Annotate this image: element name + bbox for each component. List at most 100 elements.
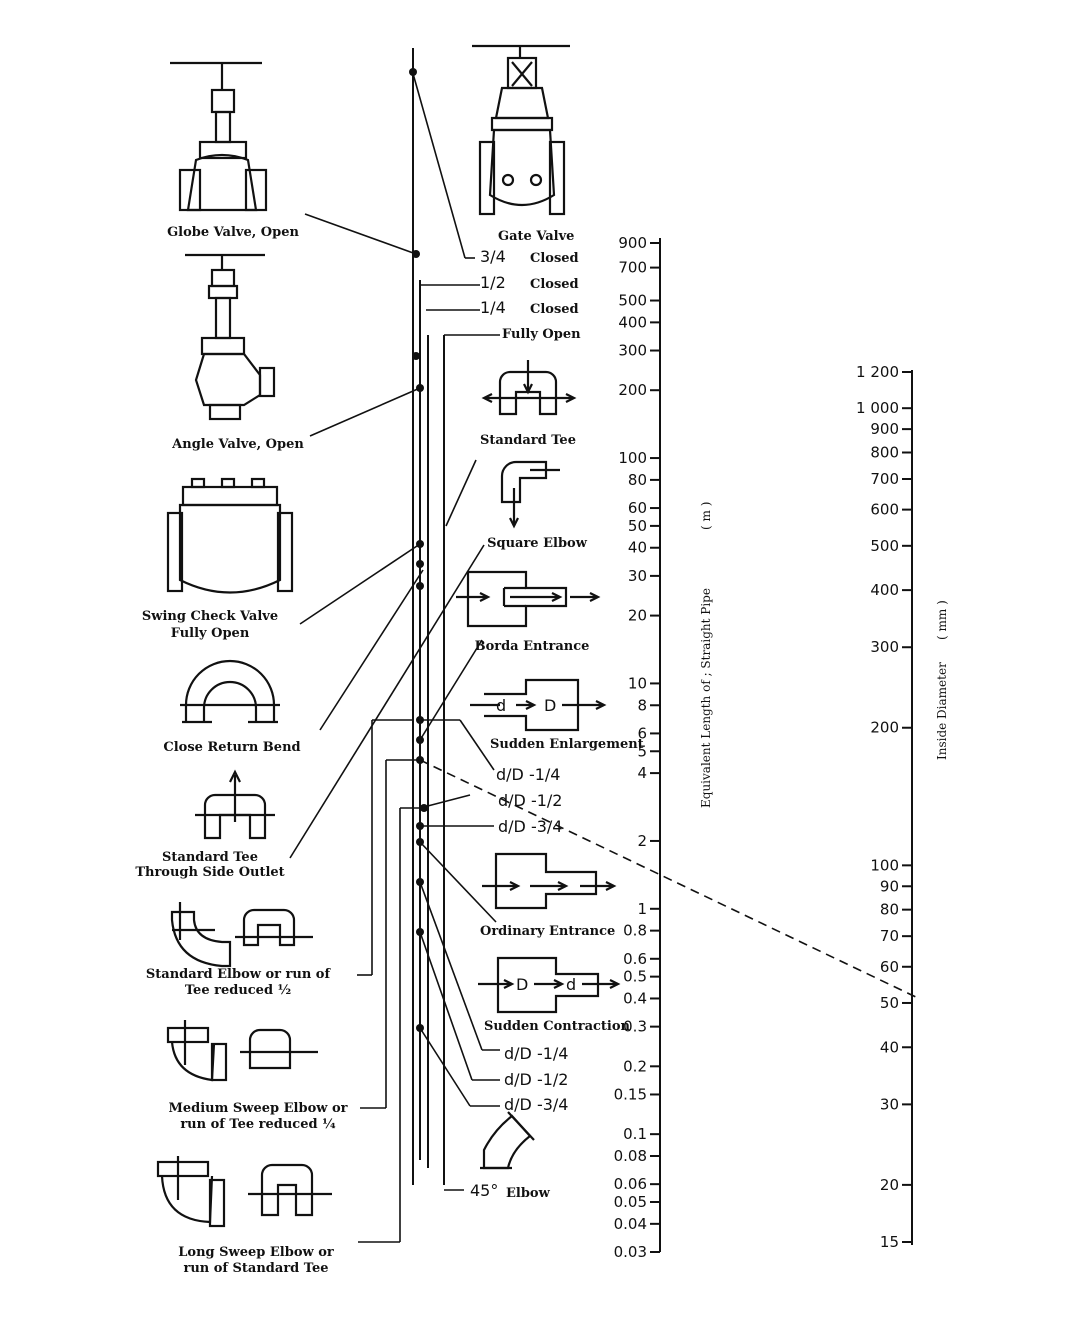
label-std-elbow-2: Tee reduced ½ [185,983,291,998]
diameter-tick-label: 80 [880,901,899,919]
label-tee-side: Standard Tee [162,850,258,865]
label-med-elbow-2: run of Tee reduced ¼ [180,1117,336,1132]
length-tick-label: 0.15 [614,1085,647,1103]
length-tick-label: 50 [628,517,647,535]
label-icon-D: D [544,696,556,715]
length-tick-label: 8 [637,696,647,714]
label-icon-d: d [496,696,506,715]
diameter-scale-unit: ( mm ) [935,600,949,640]
length-tick-label: 0.06 [614,1175,647,1193]
label-45-elbow: Elbow [506,1186,551,1201]
length-tick-label: 200 [618,381,647,399]
length-tick-label: 0.05 [614,1193,647,1211]
diameter-tick-label: 600 [870,501,899,519]
gate-valve-icon [472,44,570,216]
length-scale-unit: ( m ) [699,502,713,530]
label-ordinary-entrance: Ordinary Entrance [480,924,615,939]
length-tick-label: 500 [618,292,647,310]
tee-side-outlet-icon [195,769,275,840]
length-tick-label: 700 [618,259,647,277]
sudden-enlargement-icon [470,678,607,732]
diameter-tick-label: 500 [870,537,899,555]
label-enl-14: d/D -1/4 [496,765,560,784]
label-sudden-contraction: Sudden Contraction [484,1019,631,1034]
length-tick-label: 20 [628,607,647,625]
diameter-tick-label: 900 [870,420,899,438]
length-tick-label: 0.6 [623,950,647,968]
square-elbow-icon [500,460,560,529]
sudden-contraction-icon [478,956,621,1014]
label-gate-34-fraction: 3/4 [480,247,506,266]
label-gate-valve: Gate Valve [498,229,574,244]
length-tick-label: 0.8 [623,922,647,940]
return-bend-icon [180,659,280,724]
diameter-tick-label: 20 [880,1176,899,1194]
label-standard-tee: Standard Tee [480,433,576,448]
label-enl-12: d/D -1/2 [498,791,562,810]
label-gate-12-fraction: 1/2 [480,273,506,292]
diameter-tick-label: 1 200 [856,363,899,381]
swing-check-valve-icon [166,477,294,594]
diameter-tick-label: 60 [880,958,899,976]
diameter-tick-label: 800 [870,444,899,462]
length-tick-label: 30 [628,567,647,585]
diameter-tick-label: 200 [870,719,899,737]
length-tick-label: 0.08 [614,1147,647,1165]
label-long-elbow-2: run of Standard Tee [183,1261,328,1276]
label-45-degree: 45° [470,1181,498,1200]
diameter-tick-label: 100 [870,856,899,874]
medium-elbow-icon [166,1020,318,1082]
length-scale-ticks: 9007005004003002001008060504030201086542… [614,234,660,1261]
label-med-elbow: Medium Sweep Elbow or [168,1101,347,1116]
label-long-elbow: Long Sweep Elbow or [178,1245,334,1260]
length-tick-label: 300 [618,342,647,360]
label-gate-14-closed: Closed [530,302,579,317]
ordinary-entrance-icon [482,852,617,910]
diameter-tick-label: 90 [880,877,899,895]
diameter-tick-label: 1 000 [856,399,899,417]
label-gate-open: Fully Open [502,327,581,342]
label-angle-valve: Angle Valve, Open [171,437,304,452]
index-lines [289,48,919,1243]
diameter-tick-label: 50 [880,994,899,1012]
label-swing-check: Swing Check Valve [142,609,278,624]
label-tee-side-outlet: Through Side Outlet [135,865,284,880]
label-sudden-enlargement: Sudden Enlargement [490,737,644,752]
length-tick-label: 0.4 [623,989,647,1007]
label-swing-check-open: Fully Open [171,626,250,641]
length-tick-label: 0.5 [623,968,647,986]
45-degree-elbow-icon [480,1111,535,1170]
diameter-tick-label: 40 [880,1038,899,1056]
label-globe-valve: Globe Valve, Open [167,225,299,240]
long-elbow-icon [156,1156,332,1228]
length-tick-label: 2 [637,832,647,850]
length-tick-label: 0.1 [623,1125,647,1143]
length-tick-label: 0.3 [623,1018,647,1036]
length-tick-label: 0.2 [623,1057,647,1075]
length-tick-label: 60 [628,499,647,517]
length-tick-label: 0.03 [614,1243,647,1261]
length-tick-label: 10 [628,674,647,692]
label-gate-14-fraction: 1/4 [480,298,506,317]
diameter-tick-label: 70 [880,927,899,945]
angle-valve-icon [185,253,276,421]
length-tick-label: 900 [618,234,647,252]
label-gate-12-closed: Closed [530,277,579,292]
length-tick-label: 0.04 [614,1215,647,1233]
globe-valve-icon [170,61,268,212]
diameter-tick-label: 15 [880,1233,899,1251]
standard-elbow-icon [170,902,313,968]
label-gate-34-closed: Closed [530,251,579,266]
diameter-tick-label: 700 [870,470,899,488]
label-square-elbow: Square Elbow [487,536,588,551]
length-scale-title: Equivalent Length of ; Straight Pipe [699,588,713,808]
label-con-12: d/D -1/2 [504,1070,568,1089]
label-con-14: d/D -1/4 [504,1044,568,1063]
label-return-bend: Close Return Bend [163,740,300,755]
standard-tee-icon [481,360,577,416]
diameter-scale-title: Inside Diameter [935,662,949,760]
diameter-tick-label: 400 [870,581,899,599]
length-tick-label: 40 [628,539,647,557]
